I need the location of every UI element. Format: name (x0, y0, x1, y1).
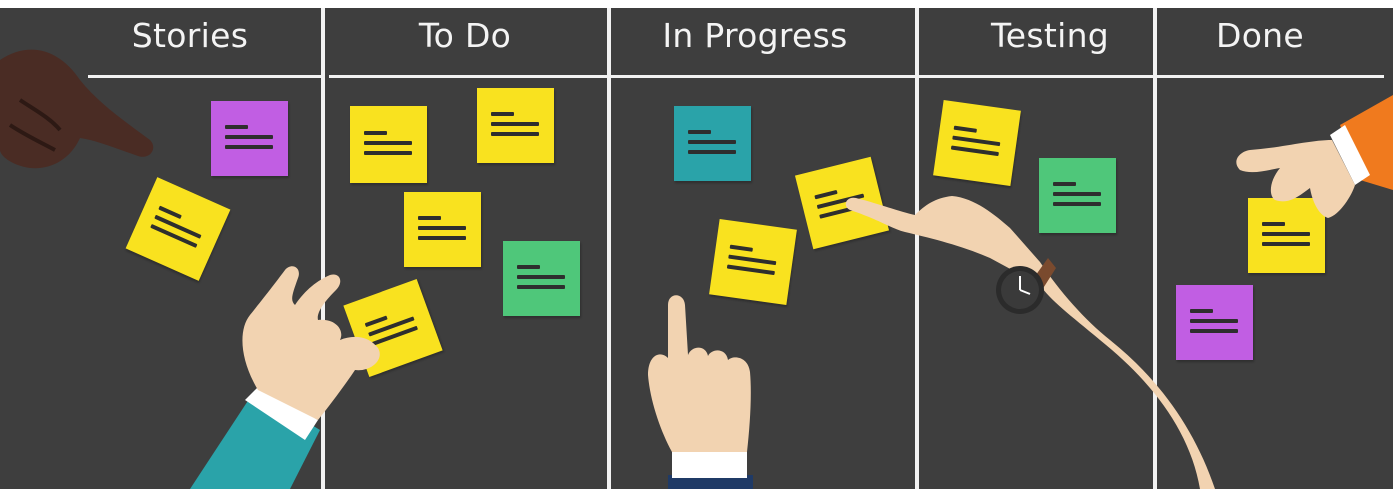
header-underline-stories (88, 75, 321, 78)
column-title-in-progress: In Progress (662, 16, 848, 55)
pointing-hand-icon (0, 49, 154, 169)
sticky-note[interactable] (350, 106, 427, 183)
sticky-note[interactable] (477, 88, 554, 163)
pointing-hand-icon (845, 196, 1215, 489)
column-divider (915, 8, 919, 489)
wristwatch-icon (996, 266, 1044, 314)
column-title-todo: To Do (418, 16, 512, 55)
sticky-note[interactable] (1039, 158, 1116, 233)
grabbing-hand-icon (1236, 95, 1393, 218)
sticky-note[interactable] (503, 241, 580, 316)
column-title-testing: Testing (990, 16, 1110, 55)
grabbing-hand-icon (190, 266, 380, 489)
sticky-note[interactable] (404, 192, 481, 267)
column-title-done: Done (1215, 16, 1305, 55)
column-title-stories: Stories (131, 16, 249, 55)
column-divider (607, 8, 611, 489)
header-underline (329, 75, 1384, 78)
sticky-note[interactable] (1248, 198, 1325, 273)
column-divider (1153, 8, 1157, 489)
pointing-hand-icon (648, 295, 753, 489)
sticky-note[interactable] (1176, 285, 1253, 360)
sticky-note[interactable] (674, 106, 751, 181)
top-border (0, 0, 1393, 8)
sticky-note[interactable] (211, 101, 288, 176)
column-divider (321, 8, 325, 489)
